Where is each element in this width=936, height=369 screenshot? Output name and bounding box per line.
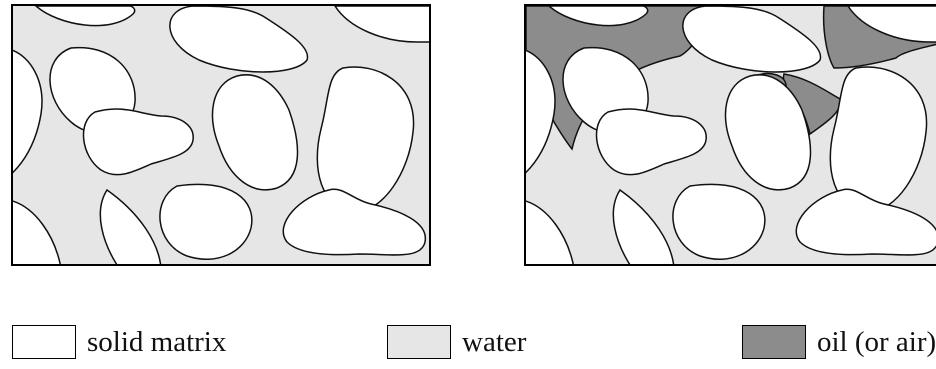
solid-grain — [613, 190, 674, 266]
solid-grain — [11, 49, 42, 176]
solid-grain — [524, 200, 574, 266]
legend: solid matrix water oil (or air) — [0, 322, 936, 366]
legend-label-water: water — [462, 322, 526, 362]
solid-grain — [673, 184, 765, 259]
solid-grain — [213, 75, 298, 190]
solid-grain — [170, 6, 308, 72]
pore-structure-illustration — [11, 4, 431, 266]
solid-grain — [100, 190, 161, 266]
legend-label-solid-matrix: solid matrix — [87, 322, 226, 362]
solid-grain — [597, 109, 707, 175]
water-saturated-pore-panel — [11, 4, 431, 266]
solid-grain — [84, 109, 194, 175]
solid-grain — [283, 189, 425, 255]
legend-item-solid-matrix: solid matrix — [12, 322, 226, 362]
solid-matrix-swatch — [12, 325, 76, 359]
solid-grain — [36, 6, 135, 26]
oil-swatch — [742, 325, 806, 359]
solid-grain — [335, 6, 431, 42]
legend-item-oil: oil (or air) — [742, 322, 936, 362]
water-swatch — [387, 325, 451, 359]
oil-water-pore-panel — [524, 4, 936, 266]
solid-grain — [796, 189, 936, 255]
solid-grain — [683, 6, 821, 72]
pore-structure-illustration — [524, 4, 936, 266]
solid-grain — [160, 184, 252, 259]
solid-grain — [11, 200, 61, 266]
legend-item-water: water — [387, 322, 526, 362]
legend-label-oil: oil (or air) — [817, 322, 936, 362]
